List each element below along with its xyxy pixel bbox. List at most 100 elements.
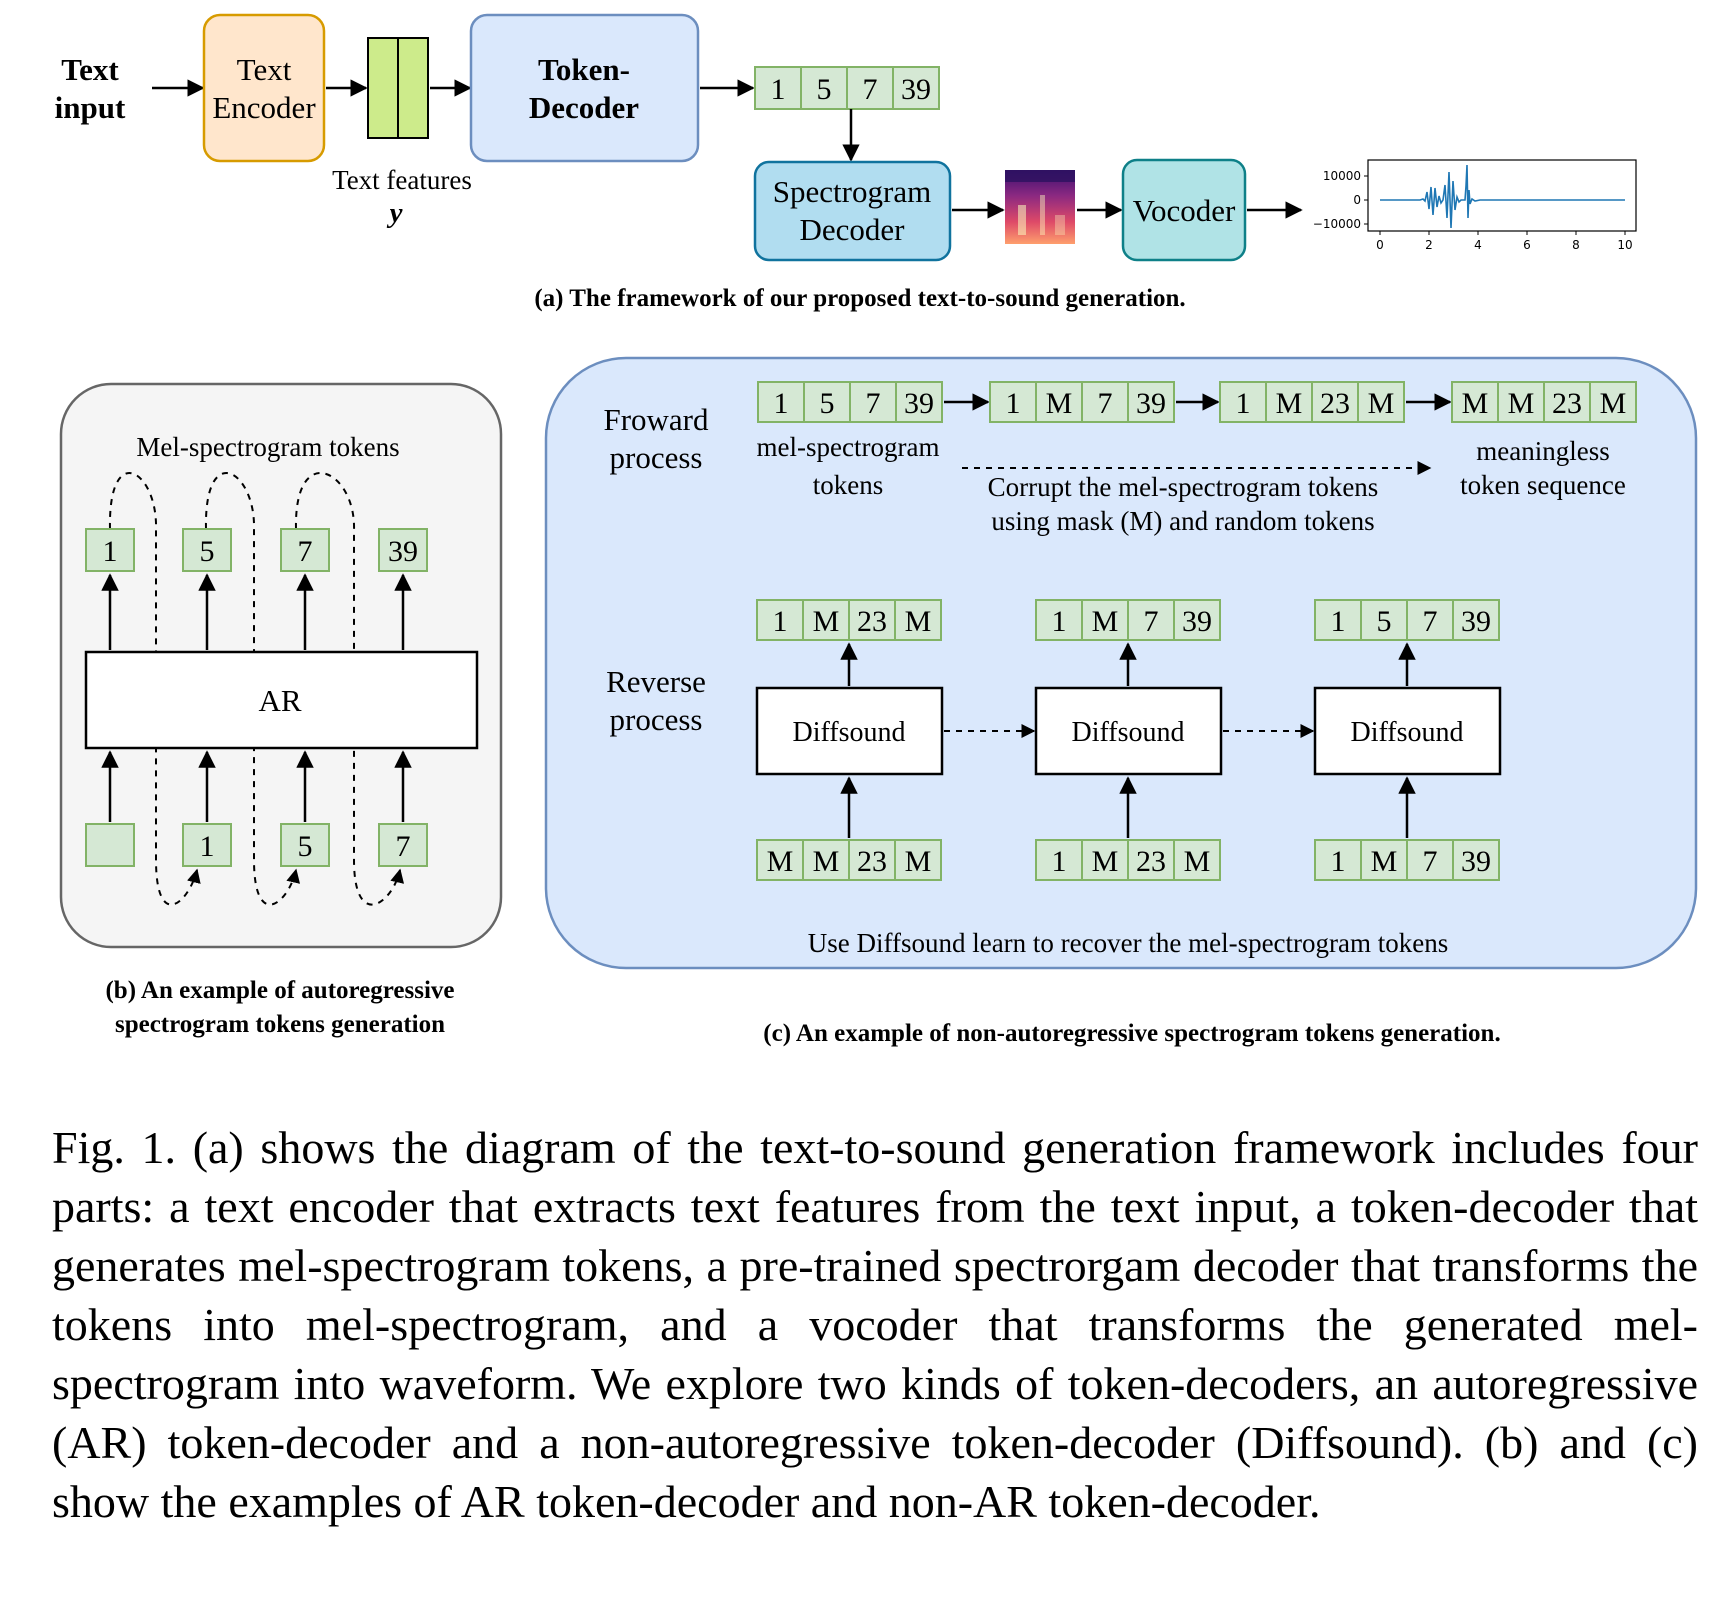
waveform-xtick-6: 10 <box>1617 238 1632 252</box>
caption-b-line2: spectrogram tokens generation <box>115 1011 445 1038</box>
token-sequence-a: 1 5 7 39 <box>754 66 940 110</box>
reverse-output-3-token-1: 1 <box>1331 605 1346 638</box>
reverse-input-2-token-3: 23 <box>1136 845 1166 878</box>
corrupt-label-line2: using mask (M) and random tokens <box>991 506 1374 536</box>
forward-seq-4: M M 23 M <box>1451 381 1637 423</box>
diffsound-label-1: Diffsound <box>792 717 905 748</box>
mel-spectrogram-image <box>1005 170 1075 244</box>
reverse-output-2: 1 M 7 39 <box>1035 599 1221 641</box>
meaningless-label-line2: token sequence <box>1460 470 1626 500</box>
forward-seq-1-token-3: 7 <box>866 387 881 420</box>
reverse-input-1-token-4: M <box>905 845 932 878</box>
diffsound-box-2 <box>1034 686 1223 776</box>
caption-c: (c) An example of non-autoregressive spe… <box>763 1020 1500 1047</box>
reverse-input-1-token-1: M <box>767 845 794 878</box>
token-a-2: 5 <box>817 73 832 106</box>
caption-a: (a) The framework of our proposed text-t… <box>534 285 1185 312</box>
reverse-output-1-token-1: 1 <box>773 605 788 638</box>
text-input-label-line2: input <box>55 90 126 125</box>
waveform-xtick-1: 0 <box>1376 238 1384 252</box>
reverse-label-line1: Reverse <box>606 664 706 699</box>
ar-input-token-3: 5 <box>298 830 313 863</box>
waveform-ytick-1: 10000 <box>1323 169 1361 183</box>
diffsound-label-2: Diffsound <box>1071 717 1184 748</box>
forward-seq-4-token-4: M <box>1600 387 1627 420</box>
token-decoder-box <box>469 13 700 163</box>
diffsound-box-1 <box>755 686 944 776</box>
reverse-input-1-token-2: M <box>813 845 840 878</box>
forward-seq-3-token-1: 1 <box>1236 387 1251 420</box>
reverse-output-1-token-2: M <box>813 605 840 638</box>
text-encoder-label-line1: Text <box>237 52 292 87</box>
token-a-4: 39 <box>901 73 931 106</box>
waveform-trace <box>1380 164 1625 229</box>
forward-seq-2: 1 M 7 39 <box>989 381 1175 423</box>
text-encoder-label-line2: Encoder <box>212 90 316 125</box>
token-decoder-label-line1: Token- <box>538 52 630 87</box>
mel-tokens-label-line1: mel-spectrogram <box>757 432 940 462</box>
ar-output-token-2: 5 <box>200 535 215 568</box>
ar-output-token-4: 39 <box>388 535 418 568</box>
vocoder-box <box>1121 158 1247 262</box>
reverse-input-1-token-3: 23 <box>857 845 887 878</box>
forward-seq-4-token-1: M <box>1462 387 1489 420</box>
panel-b-title: Mel-spectrogram tokens <box>136 432 399 462</box>
reverse-output-2-token-1: 1 <box>1052 605 1067 638</box>
forward-label-line2: process <box>610 440 703 475</box>
forward-seq-2-token-4: 39 <box>1136 387 1166 420</box>
figure-caption: Fig. 1. (a) shows the diagram of the tex… <box>52 1122 1698 1527</box>
reverse-output-3-token-3: 7 <box>1423 605 1438 638</box>
ar-model-label: AR <box>258 683 301 718</box>
forward-seq-2-token-3: 7 <box>1098 387 1113 420</box>
mel-tokens-label-line2: tokens <box>813 470 884 500</box>
reverse-output-3-token-2: 5 <box>1377 605 1392 638</box>
reverse-input-3-token-2: M <box>1371 845 1398 878</box>
forward-seq-2-token-2: M <box>1046 387 1073 420</box>
ar-output-token-3: 7 <box>298 535 313 568</box>
waveform-xtick-4: 6 <box>1523 238 1531 252</box>
forward-seq-3: 1 M 23 M <box>1219 381 1405 423</box>
part-a: Text input Text Encoder Text features y … <box>55 13 1637 312</box>
reverse-output-1: 1 M 23 M <box>756 599 942 641</box>
reverse-output-2-token-4: 39 <box>1182 605 1212 638</box>
text-features-label: Text features <box>332 165 472 195</box>
text-features-symbol: y <box>387 197 403 229</box>
reverse-input-2: 1 M 23 M <box>1035 839 1221 881</box>
forward-seq-1-token-4: 39 <box>904 387 934 420</box>
ar-input-token-4: 7 <box>396 830 411 863</box>
text-features-block <box>367 37 429 139</box>
forward-seq-4-token-3: 23 <box>1552 387 1582 420</box>
ar-input-token-2: 1 <box>200 830 215 863</box>
forward-seq-3-token-3: 23 <box>1320 387 1350 420</box>
reverse-input-3-token-3: 7 <box>1423 845 1438 878</box>
reverse-input-2-token-4: M <box>1184 845 1211 878</box>
reverse-input-2-token-2: M <box>1092 845 1119 878</box>
forward-seq-3-token-2: M <box>1276 387 1303 420</box>
caption-b-line1: (b) An example of autoregressive <box>105 977 454 1004</box>
ar-feedback-loop-3 <box>294 472 405 906</box>
reverse-input-3: 1 M 7 39 <box>1314 839 1500 881</box>
reverse-label-line2: process <box>610 702 703 737</box>
reverse-input-3-token-4: 39 <box>1461 845 1491 878</box>
forward-seq-1-token-2: 5 <box>820 387 835 420</box>
waveform-xtick-5: 8 <box>1572 238 1580 252</box>
diffsound-label-3: Diffsound <box>1350 717 1463 748</box>
forward-seq-4-token-2: M <box>1508 387 1535 420</box>
spectrogram-decoder-label-line2: Decoder <box>800 212 906 247</box>
text-input-label-line1: Text <box>61 52 119 87</box>
ar-output-token-1: 1 <box>103 535 118 568</box>
waveform-xtick-3: 4 <box>1474 238 1482 252</box>
waveform-ytick-3: −10000 <box>1313 217 1361 231</box>
ar-feedback-loop-2 <box>204 472 301 906</box>
token-a-3: 7 <box>863 73 878 106</box>
forward-seq-2-token-1: 1 <box>1006 387 1021 420</box>
spectrogram-decoder-box <box>753 160 952 262</box>
forward-label-line1: Froward <box>603 402 709 437</box>
waveform-axes <box>1367 159 1637 232</box>
figure-diagram: Text input Text Encoder Text features y … <box>55 13 1698 1047</box>
ar-model-box <box>84 650 479 750</box>
waveform-ytick-2: 0 <box>1353 193 1361 207</box>
reverse-input-3-token-1: 1 <box>1331 845 1346 878</box>
token-decoder-label-line2: Decoder <box>529 90 639 125</box>
waveform-plot: 10000 0 −10000 0 2 4 6 8 10 <box>1313 159 1637 252</box>
